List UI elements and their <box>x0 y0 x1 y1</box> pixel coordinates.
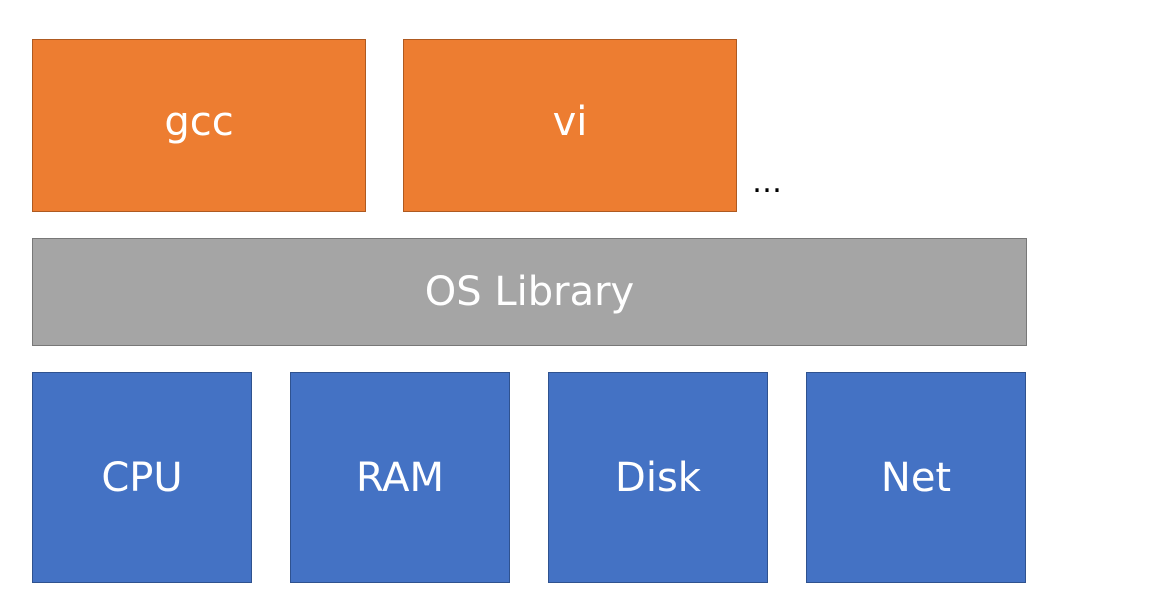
hardware-label-cpu: CPU <box>101 454 183 501</box>
hardware-box-net: Net <box>806 372 1026 583</box>
hardware-label-ram: RAM <box>355 454 445 501</box>
hardware-box-ram: RAM <box>290 372 510 583</box>
hardware-box-cpu: CPU <box>32 372 252 583</box>
more-apps-ellipsis: … <box>752 165 782 200</box>
app-box-gcc: gcc <box>32 39 366 212</box>
app-label-gcc: gcc <box>164 98 234 145</box>
app-box-vi: vi <box>403 39 737 212</box>
hardware-box-disk: Disk <box>548 372 768 583</box>
app-label-vi: vi <box>552 98 588 145</box>
hardware-label-net: Net <box>880 454 952 501</box>
os-library-label: OS Library <box>424 269 635 315</box>
os-library-layer: OS Library <box>32 238 1027 346</box>
hardware-label-disk: Disk <box>615 454 701 501</box>
